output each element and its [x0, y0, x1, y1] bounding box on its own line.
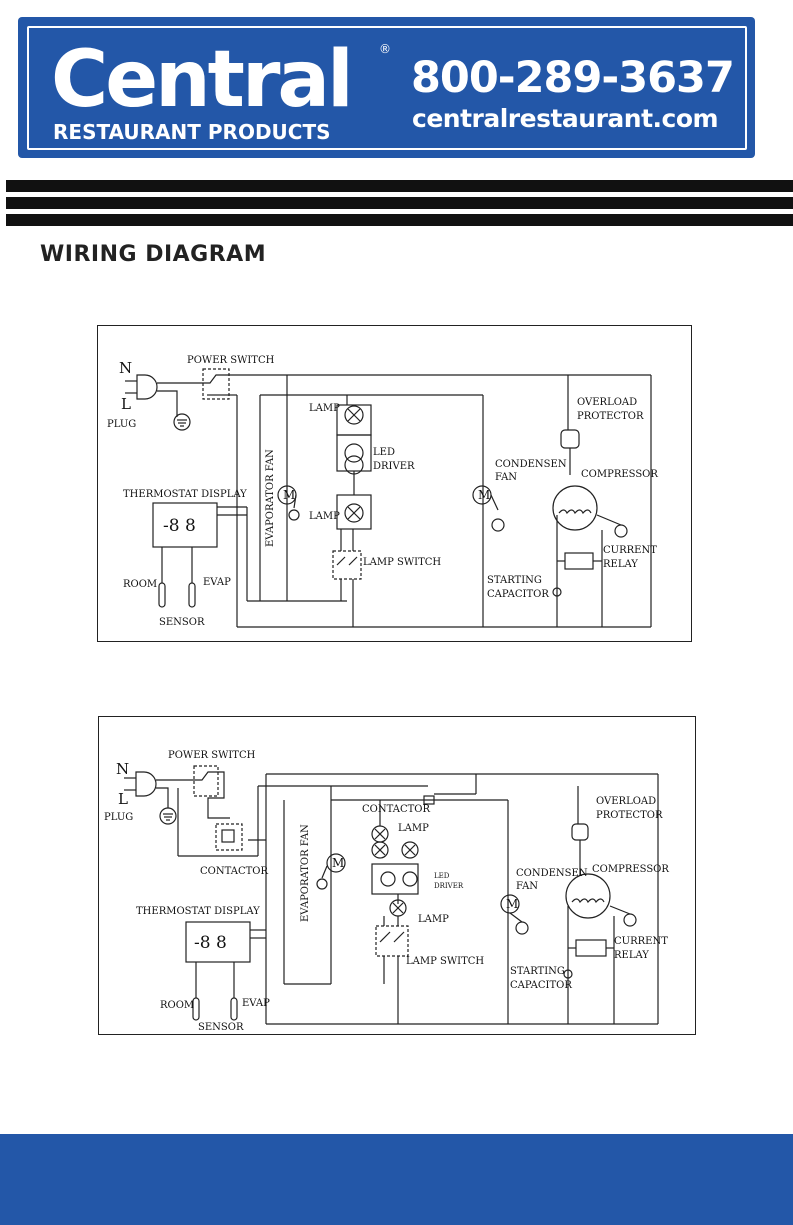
overload-protector-label-1: OVERLOAD: [596, 796, 656, 807]
overload-protector-label-2: PROTECTOR: [596, 810, 663, 821]
led-driver-label-2: DRIVER: [434, 882, 464, 890]
starting-capacitor-label-1: STARTING: [510, 966, 565, 977]
display-digits: -8 8: [163, 516, 196, 536]
live-label: L: [118, 790, 128, 808]
registered-mark: ®: [379, 42, 391, 56]
evaporator-fan-label: EVAPORATOR FAN: [265, 449, 276, 547]
contactor-bottom-label: CONTACTOR: [200, 866, 268, 877]
lamp-2-label: LAMP: [418, 914, 449, 925]
condensen-fan-label-1: CONDENSEN: [516, 868, 588, 879]
condensen-fan-label-2: FAN: [495, 472, 517, 483]
thermostat-display-label: THERMOSTAT DISPLAY: [123, 489, 247, 500]
evaporator-fan-label: EVAPORATOR FAN: [300, 824, 311, 922]
page-title: WIRING DIAGRAM: [40, 242, 267, 267]
led-driver-label-2: DRIVER: [373, 461, 415, 472]
display-digits: -8 8: [194, 933, 227, 953]
overload-protector-label-1: OVERLOAD: [577, 397, 637, 408]
evap-sensor-label: EVAP: [203, 577, 231, 588]
room-sensor-label: ROOM: [123, 579, 157, 590]
plug-label: PLUG: [104, 812, 133, 823]
wiring-diagram-2: N L POWER SWITCH PLUG CONTACTOR CONTACTO…: [98, 716, 696, 1035]
sensor-label: SENSOR: [159, 617, 205, 628]
website-link[interactable]: centralrestaurant.com: [412, 104, 719, 133]
power-switch-label: POWER SWITCH: [187, 355, 275, 366]
thermostat-display-label: THERMOSTAT DISPLAY: [136, 906, 260, 917]
divider-stripe-1: [0, 180, 793, 192]
current-relay-label-2: RELAY: [603, 559, 638, 570]
overload-protector-label-2: PROTECTOR: [577, 411, 644, 422]
wiring-diagram-1: N L POWER SWITCH PLUG THERMOSTAT DISPLAY…: [97, 325, 692, 642]
neutral-label: N: [119, 359, 132, 377]
lamp-switch-label: LAMP SWITCH: [406, 956, 484, 967]
plug-label: PLUG: [107, 419, 136, 430]
starting-capacitor-label-1: STARTING: [487, 575, 542, 586]
condensen-fan-motor: M: [478, 488, 490, 502]
compressor-label: COMPRESSOR: [581, 469, 658, 480]
header-banner: Central ® RESTAURANT PRODUCTS 800-289-36…: [18, 17, 755, 158]
condensen-fan-motor: M: [506, 897, 518, 911]
power-switch-label: POWER SWITCH: [168, 750, 256, 761]
lamp-1-label: LAMP: [309, 403, 340, 414]
room-sensor-label: ROOM: [160, 1000, 194, 1011]
lamp-2-label: LAMP: [309, 511, 340, 522]
divider-stripe-3: [0, 214, 793, 226]
current-relay-label-2: RELAY: [614, 950, 649, 961]
compressor-label: COMPRESSOR: [592, 864, 669, 875]
led-driver-label-1: LED: [434, 872, 450, 880]
evap-fan-motor: M: [332, 856, 344, 870]
starting-capacitor-label-2: CAPACITOR: [510, 980, 572, 991]
lamp-1-label: LAMP: [398, 823, 429, 834]
neutral-label: N: [116, 760, 129, 778]
phone-number: 800-289-3637: [411, 53, 735, 103]
brand-subtitle-text: RESTAURANT PRODUCTS: [53, 120, 331, 144]
divider-stripe-2: [0, 197, 793, 209]
lamp-switch-label: LAMP SWITCH: [363, 557, 441, 568]
contactor-top-label: CONTACTOR: [362, 804, 430, 815]
led-driver-label-1: LED: [373, 447, 395, 458]
header-frame: Central ® RESTAURANT PRODUCTS 800-289-36…: [27, 26, 747, 150]
evap-sensor-label: EVAP: [242, 998, 270, 1009]
starting-capacitor-label-2: CAPACITOR: [487, 589, 549, 600]
sensor-label: SENSOR: [198, 1022, 244, 1033]
condensen-fan-label-1: CONDENSEN: [495, 459, 567, 470]
evap-fan-motor: M: [283, 488, 295, 502]
footer-band: [0, 1134, 793, 1225]
current-relay-label-1: CURRENT: [614, 936, 668, 947]
brand-subtitle: RESTAURANT PRODUCTS: [53, 120, 383, 144]
current-relay-label-1: CURRENT: [603, 545, 657, 556]
brand-logo: Central: [51, 35, 354, 125]
condensen-fan-label-2: FAN: [516, 881, 538, 892]
live-label: L: [121, 395, 131, 413]
